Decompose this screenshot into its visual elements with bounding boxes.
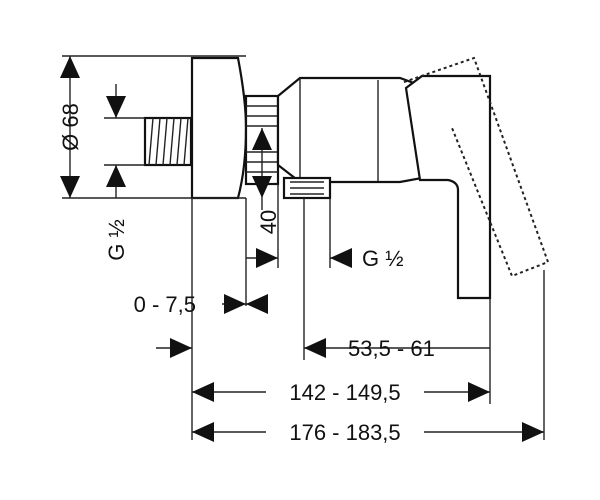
lever-handle [404, 74, 492, 300]
dim-diameter-label: Ø 68 [58, 103, 83, 151]
dim-length-mid-label: 142 - 149,5 [289, 380, 400, 405]
dim-depth-label: 40 [256, 210, 281, 234]
dim-diameter: Ø 68 [58, 56, 83, 198]
extension-lines [62, 55, 545, 440]
dim-offset: 0 - 7,5 [134, 292, 268, 317]
dim-thread-left: G ½ [104, 84, 129, 261]
dim-thread-left-label: G ½ [104, 219, 129, 261]
dim-handle-label: 53,5 - 61 [348, 336, 435, 361]
lever-handle-open [403, 56, 550, 278]
dim-length-mid: 142 - 149,5 [192, 378, 490, 406]
mixer-body [143, 56, 550, 300]
wall-rosette [190, 56, 248, 200]
outlet-thread [282, 176, 332, 200]
dim-length-total-label: 176 - 183,5 [289, 420, 400, 445]
dim-depth: 40 [246, 128, 281, 268]
inlet-thread [143, 116, 193, 167]
dim-length-total: 176 - 183,5 [192, 418, 544, 446]
dim-thread-bottom: G ½ [330, 246, 404, 271]
dim-offset-label: 0 - 7,5 [134, 292, 196, 317]
dim-thread-bottom-label: G ½ [362, 246, 404, 271]
dim-handle: 53,5 - 61 [156, 336, 490, 361]
